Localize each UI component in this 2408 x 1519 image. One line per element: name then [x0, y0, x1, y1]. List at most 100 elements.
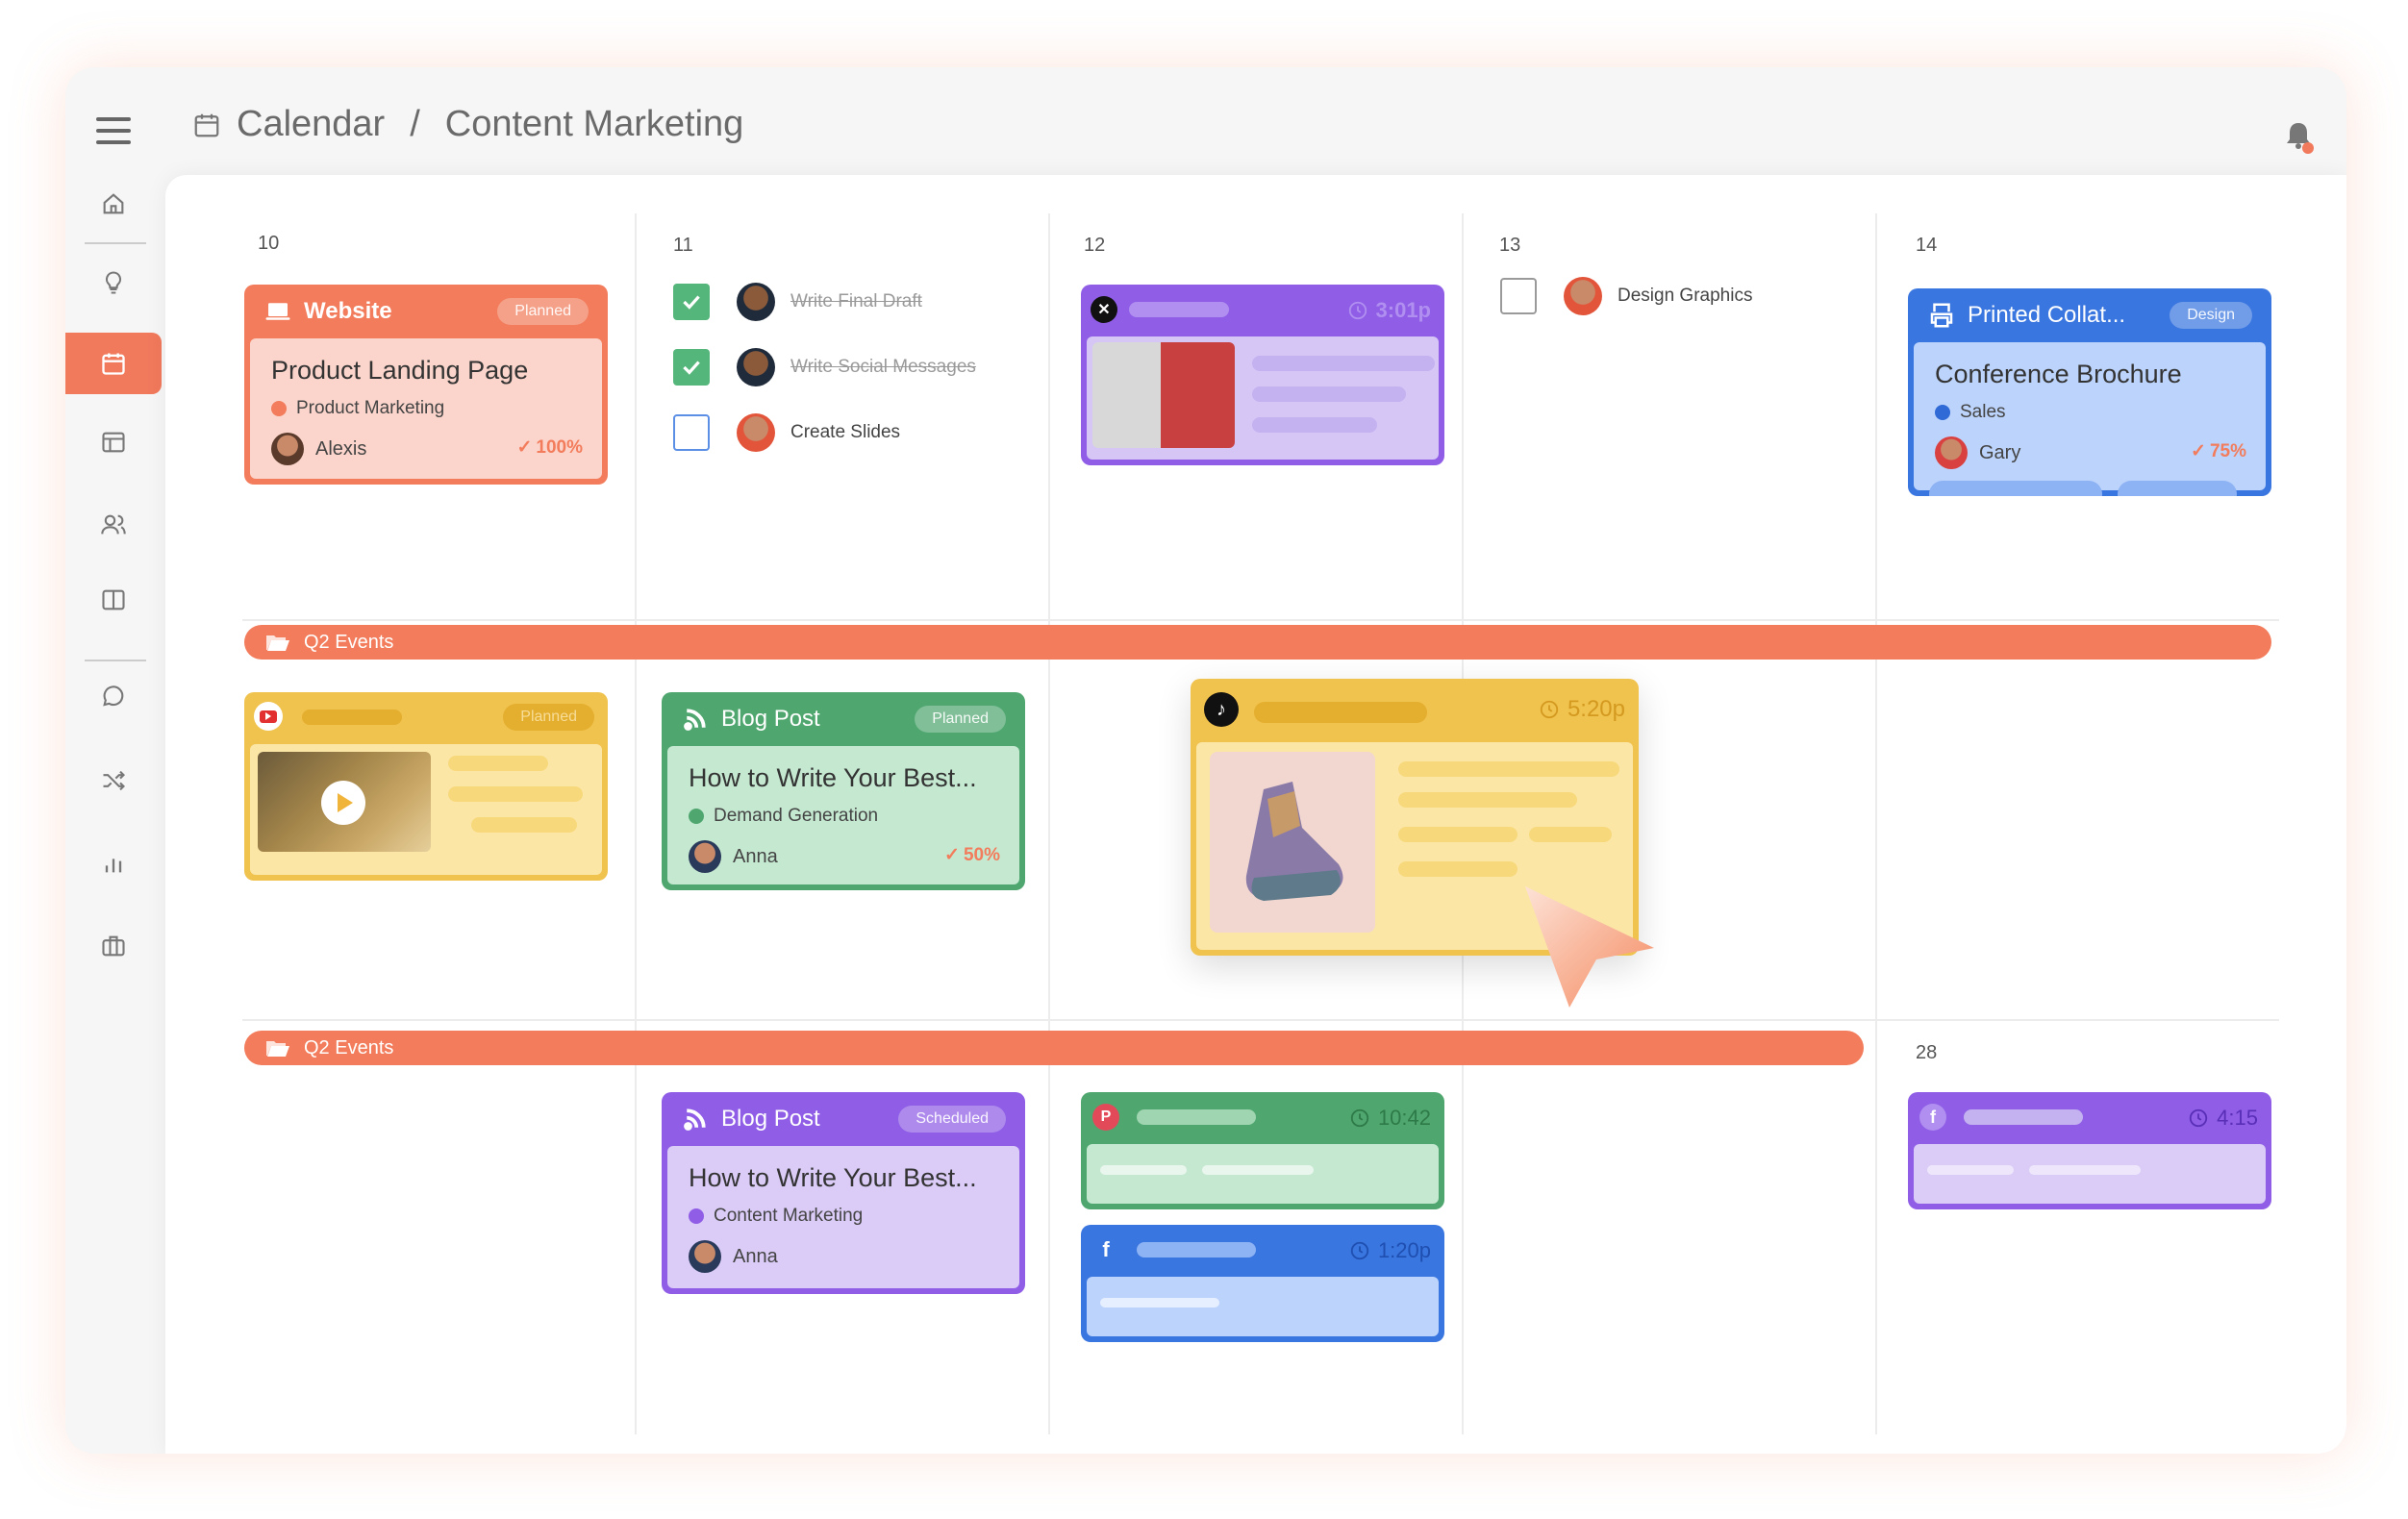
day-number: 14 — [1916, 235, 1938, 256]
text-placeholder — [1398, 827, 1518, 842]
time-value: 3:01p — [1375, 298, 1431, 322]
clock-icon — [2190, 1108, 2208, 1128]
row-divider — [242, 1019, 2279, 1021]
check-icon: ✓ — [944, 845, 960, 865]
assignee-name: Anna — [733, 845, 778, 867]
task-label: Write Social Messages — [790, 357, 976, 377]
breadcrumb-current: Content Marketing — [444, 104, 744, 144]
text-placeholder — [1398, 861, 1518, 877]
task-label: Write Final Draft — [790, 291, 922, 311]
q2-events-band[interactable]: Q2 Events — [244, 625, 2271, 660]
shuffle-icon — [103, 770, 125, 791]
sidebar-item-calendar[interactable] — [65, 333, 162, 394]
breadcrumb-root[interactable]: Calendar — [237, 104, 386, 144]
website-card[interactable]: Website Planned Product Landing Page Prod… — [244, 285, 608, 485]
scheduled-time: 3:01p — [1347, 298, 1431, 323]
day-number: 10 — [258, 233, 280, 254]
task-checkbox[interactable] — [673, 284, 710, 320]
title-placeholder — [302, 710, 402, 725]
check-icon: ✓ — [2191, 441, 2206, 461]
title-placeholder — [1129, 302, 1229, 317]
task-checkbox[interactable] — [673, 349, 710, 386]
card-title: Product Landing Page — [271, 356, 529, 385]
task-checkbox[interactable] — [1500, 278, 1537, 314]
task-item[interactable]: Write Social Messages — [673, 348, 976, 386]
pinterest-card[interactable]: P 10:42 — [1081, 1092, 1444, 1209]
column-divider — [1048, 213, 1050, 1434]
tiktok-card[interactable]: ♪ 5:20p — [1191, 679, 1639, 956]
title-placeholder — [1137, 1242, 1256, 1258]
sidebar — [65, 173, 165, 1454]
card-title: How to Write Your Best... — [689, 1163, 977, 1192]
task-checkbox[interactable] — [673, 414, 710, 451]
printed-collateral-card[interactable]: Printed Collat...Design Conference Broch… — [1908, 288, 2271, 496]
sidebar-item-ideas[interactable] — [65, 252, 162, 313]
text-placeholder — [1100, 1165, 1187, 1175]
tag-label: Product Marketing — [296, 398, 445, 418]
sidebar-item-home[interactable] — [65, 173, 162, 235]
check-icon: ✓ — [516, 437, 533, 458]
text-placeholder — [1252, 356, 1435, 371]
task-item[interactable]: Create Slides — [673, 413, 900, 452]
laptop-icon — [265, 303, 290, 320]
x-post-card[interactable]: ✕ 3:01p — [1081, 285, 1444, 465]
facebook-icon: f — [1102, 1237, 1110, 1261]
avatar — [737, 283, 775, 321]
sidebar-item-chat[interactable] — [65, 667, 162, 729]
clock-icon — [1348, 301, 1367, 320]
text-placeholder — [1100, 1298, 1219, 1307]
menu-icon[interactable] — [96, 117, 131, 144]
text-placeholder — [1398, 761, 1619, 777]
card-body — [250, 744, 602, 875]
status-badge: Planned — [503, 704, 594, 731]
card-body — [1087, 336, 1439, 460]
card-body — [1914, 1144, 2266, 1204]
card-type: Website — [304, 298, 392, 324]
scheduled-time: 10:42 — [1349, 1106, 1431, 1131]
text-placeholder — [2029, 1165, 2141, 1175]
title-placeholder — [1964, 1109, 2083, 1125]
task-item[interactable]: Write Final Draft — [673, 283, 922, 321]
time-value: 4:15 — [2217, 1106, 2258, 1130]
card-type: Printed Collat... — [1968, 302, 2126, 328]
folder-icon — [266, 635, 289, 651]
layout-icon — [102, 432, 125, 453]
band-label: Q2 Events — [304, 1036, 394, 1058]
task-label: Create Slides — [790, 422, 901, 442]
bar-chart-icon — [105, 859, 122, 873]
sidebar-item-users[interactable] — [65, 494, 162, 556]
users-icon — [101, 514, 126, 535]
title-placeholder — [1254, 702, 1427, 723]
status-badge: Planned — [497, 298, 589, 325]
q2-events-band[interactable]: Q2 Events — [244, 1031, 1864, 1065]
x-icon: ✕ — [1091, 296, 1117, 323]
sidebar-item-library[interactable] — [65, 569, 162, 631]
time-value: 5:20p — [1567, 696, 1625, 722]
facebook-card[interactable]: f 1:20p — [1081, 1225, 1444, 1342]
sidebar-item-portfolio[interactable] — [65, 915, 162, 977]
rss-icon — [684, 1108, 706, 1131]
folder-icon — [266, 1041, 289, 1057]
avatar — [689, 840, 721, 873]
sidebar-item-workflow[interactable] — [65, 750, 162, 811]
progress: ✓100% — [516, 436, 583, 459]
task-item[interactable]: Design Graphics — [1500, 277, 1752, 315]
sidebar-divider — [85, 660, 146, 661]
youtube-card[interactable]: Planned — [244, 692, 608, 881]
facebook-card[interactable]: f 4:15 — [1908, 1092, 2271, 1209]
breadcrumb: Calendar / Content Marketing — [192, 104, 743, 145]
band-label: Q2 Events — [304, 631, 394, 653]
sidebar-item-analytics[interactable] — [65, 833, 162, 894]
tag-label: Content Marketing — [714, 1206, 864, 1226]
rss-icon — [684, 709, 706, 731]
scheduled-time: 5:20p — [1539, 696, 1625, 723]
sidebar-item-layout[interactable] — [65, 411, 162, 473]
avatar — [271, 433, 304, 465]
calendar-board: 10 11 12 13 14 17 18 19 20 21 24 25 26 2… — [165, 175, 2346, 1454]
play-icon[interactable] — [321, 781, 365, 825]
time-value: 10:42 — [1377, 1106, 1431, 1130]
lightbulb-icon — [105, 271, 122, 294]
notification-bell-icon[interactable] — [2279, 117, 2318, 156]
